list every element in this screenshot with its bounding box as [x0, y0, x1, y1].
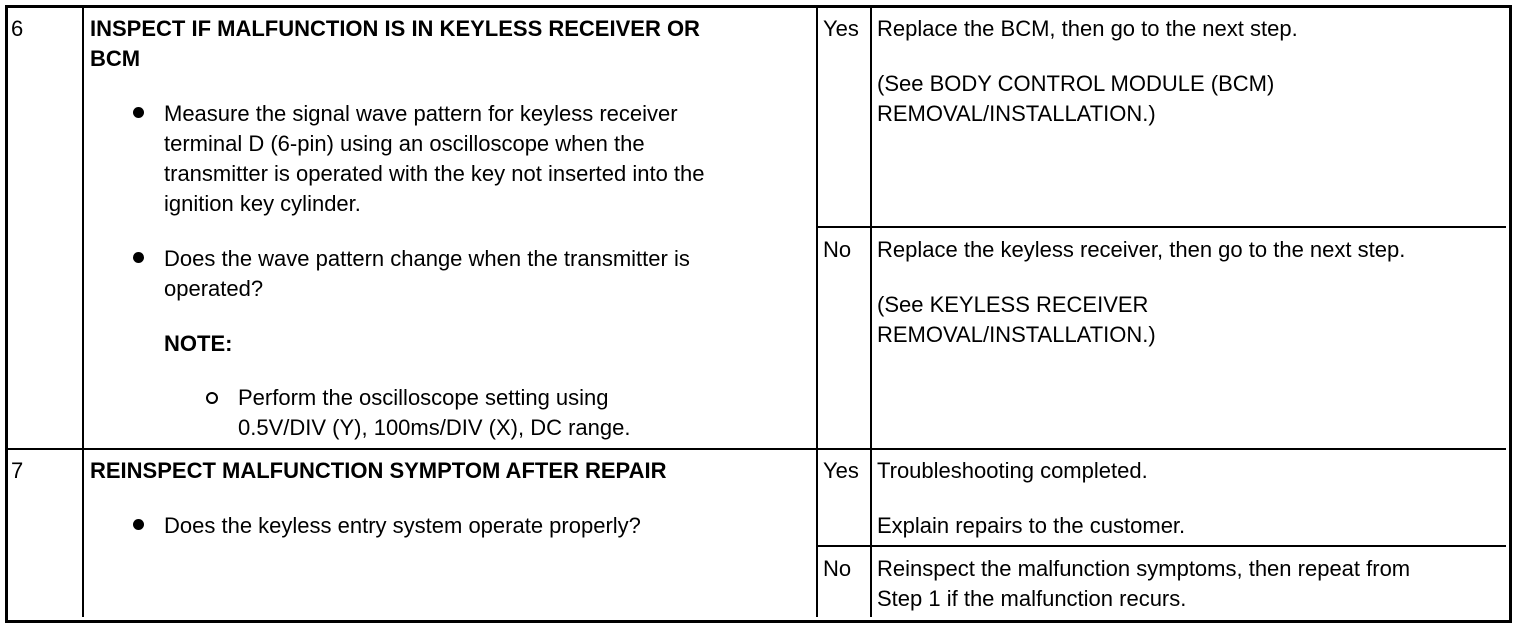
bullet-icon [133, 519, 144, 530]
no-label: No [823, 237, 852, 262]
yes-reference: REMOVAL/INSTALLATION.) [877, 101, 1156, 126]
no-action: Replace the keyless receiver, then go to… [877, 237, 1406, 262]
yes-note: Explain repairs to the customer. [877, 513, 1186, 538]
question-text: operated? [164, 276, 264, 301]
troubleshooting-table [5, 5, 1512, 623]
no-reference: REMOVAL/INSTALLATION.) [877, 322, 1156, 347]
row-divider-step7-yes-no [816, 545, 1506, 547]
bullet-icon [133, 107, 144, 118]
step-title: BCM [90, 46, 141, 71]
instruction-text: terminal D (6-pin) using an oscilloscope… [164, 131, 645, 156]
note-text: Perform the oscilloscope setting using [238, 385, 609, 410]
note-label: NOTE: [164, 331, 233, 356]
no-label: No [823, 556, 852, 581]
bullet-icon [133, 252, 144, 263]
column-divider-inspection [816, 8, 818, 617]
step-title: INSPECT IF MALFUNCTION IS IN KEYLESS REC… [90, 16, 700, 41]
row-divider-step6-step7 [8, 448, 1506, 450]
sub-bullet-icon [206, 392, 218, 404]
no-reference: (See KEYLESS RECEIVER [877, 292, 1149, 317]
question-text: Does the keyless entry system operate pr… [164, 513, 641, 538]
instruction-text: Measure the signal wave pattern for keyl… [164, 101, 678, 126]
no-action: Reinspect the malfunction symptoms, then… [877, 556, 1411, 581]
row-divider-step6-yes-no [816, 226, 1506, 228]
question-text: Does the wave pattern change when the tr… [164, 246, 690, 271]
step-title: REINSPECT MALFUNCTION SYMPTOM AFTER REPA… [90, 458, 667, 483]
yes-label: Yes [823, 16, 859, 41]
step-number: 6 [11, 16, 24, 41]
yes-reference: (See BODY CONTROL MODULE (BCM) [877, 71, 1275, 96]
note-text: 0.5V/DIV (Y), 100ms/DIV (X), DC range. [238, 415, 631, 440]
column-divider-result [870, 8, 872, 617]
step-number: 7 [11, 458, 24, 483]
instruction-text: transmitter is operated with the key not… [164, 161, 705, 186]
no-action: Step 1 if the malfunction recurs. [877, 586, 1187, 611]
column-divider-step [82, 8, 84, 617]
yes-action: Troubleshooting completed. [877, 458, 1148, 483]
yes-action: Replace the BCM, then go to the next ste… [877, 16, 1298, 41]
yes-label: Yes [823, 458, 859, 483]
instruction-text: ignition key cylinder. [164, 191, 361, 216]
